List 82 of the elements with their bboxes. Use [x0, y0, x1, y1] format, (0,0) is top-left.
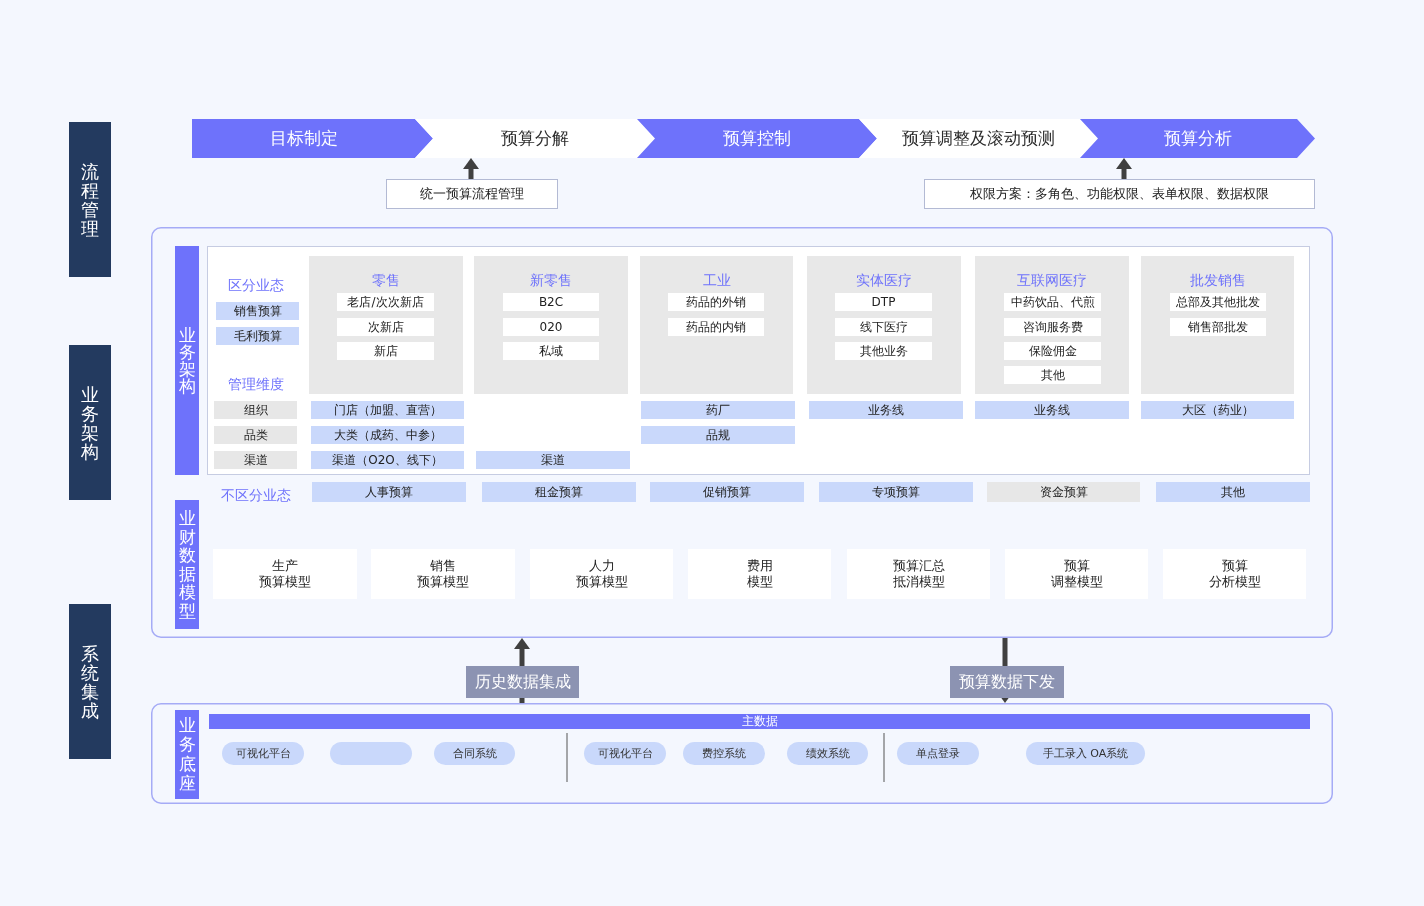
item-cell: 其他业务: [835, 342, 932, 360]
dimension-cell: 大类（成药、中参）: [311, 426, 464, 444]
item-cell: 销售部批发: [1170, 318, 1266, 336]
budget-cell: 促销预算: [650, 482, 804, 502]
dimension-cell: 渠道: [214, 451, 297, 469]
section-heading: 区分业态: [228, 276, 284, 294]
item-cell: 咨询服务费: [1004, 318, 1101, 336]
item-cell: 次新店: [337, 318, 434, 336]
model-card: 生产预算模型: [213, 549, 357, 599]
edge-label: 预算数据下发: [950, 666, 1064, 698]
item-cell: 线下医疗: [835, 318, 932, 336]
dimension-cell: 品规: [641, 426, 795, 444]
item-cell: 020: [503, 318, 599, 336]
budget-cell: 人事预算: [312, 482, 466, 502]
note-box: 权限方案：多角色、功能权限、表单权限、数据权限: [924, 179, 1315, 209]
budget-tag: 毛利预算: [216, 327, 299, 345]
model-card: 销售预算模型: [371, 549, 515, 599]
item-cell: 其他: [1004, 366, 1101, 384]
item-cell: 药品的内销: [668, 318, 764, 336]
section-heading: 不区分业态: [221, 486, 291, 504]
budget-cell: 其他: [1156, 482, 1310, 502]
dimension-cell: 门店（加盟、直营）: [311, 401, 464, 419]
category-heading: 工业: [702, 271, 731, 289]
budget-tag: 销售预算: [216, 302, 299, 320]
dimension-cell: 药厂: [641, 401, 795, 419]
arrow: [465, 158, 477, 179]
process-step: 预算控制: [637, 119, 877, 158]
dimension-cell: 业务线: [809, 401, 963, 419]
budget-cell: 专项预算: [819, 482, 973, 502]
arrow: [1118, 158, 1130, 179]
item-cell: DTP: [835, 293, 932, 311]
dimension-cell: 大区（药业）: [1141, 401, 1294, 419]
system-pill: 可视化平台: [584, 742, 666, 765]
dimension-cell: 品类: [214, 426, 297, 444]
process-step: 预算调整及滚动预测: [859, 119, 1098, 158]
note-box: 统一预算流程管理: [386, 179, 558, 209]
model-card: 预算汇总抵消模型: [847, 549, 990, 599]
item-cell: 药品的外销: [668, 293, 764, 311]
dimension-cell: 渠道: [476, 451, 630, 469]
dimension-cell: 渠道（O2O、线下）: [311, 451, 464, 469]
system-pill: 手工录入 OA系统: [1026, 742, 1145, 765]
system-pill: 合同系统: [434, 742, 515, 765]
system-pill: 费控系统: [683, 742, 765, 765]
category-heading: 实体医疗: [856, 271, 912, 289]
layer-label: 业财数据模型: [175, 500, 199, 629]
section-tab: 流程管理: [69, 122, 111, 277]
item-cell: 中药饮品、代煎: [1004, 293, 1101, 311]
model-card: 人力预算模型: [530, 549, 673, 599]
system-pill: 可视化平台: [222, 742, 304, 765]
section-tab: 系统集成: [69, 604, 111, 759]
item-cell: 保险佣金: [1004, 342, 1101, 360]
system-pill: 绩效系统: [787, 742, 868, 765]
category-heading: 新零售: [530, 271, 572, 289]
model-card: 预算分析模型: [1163, 549, 1306, 599]
item-cell: 新店: [337, 342, 434, 360]
layer-label: 业务底座: [175, 710, 199, 799]
process-step: 目标制定: [192, 119, 433, 158]
edge-label: 历史数据集成: [466, 666, 579, 698]
category-heading: 零售: [372, 271, 400, 289]
dimension-cell: 组织: [214, 401, 297, 419]
master-data-bar: 主数据: [209, 714, 1310, 729]
dimension-cell: 业务线: [975, 401, 1129, 419]
budget-cell: 租金预算: [482, 482, 636, 502]
budget-cell: 资金预算: [987, 482, 1140, 502]
layer-label: 业务架构: [175, 246, 199, 475]
system-pill: 单点登录: [897, 742, 979, 765]
section-heading: 管理维度: [228, 375, 284, 393]
empty-pill: [330, 742, 412, 765]
section-tab: 业务架构: [69, 345, 111, 500]
item-cell: 老店/次次新店: [337, 293, 434, 311]
category-heading: 批发销售: [1189, 271, 1246, 289]
process-step: 预算分解: [415, 119, 655, 158]
model-card: 预算调整模型: [1005, 549, 1148, 599]
panel-frame: [151, 227, 1333, 638]
item-cell: 私域: [503, 342, 599, 360]
category-heading: 互联网医疗: [1017, 271, 1087, 289]
panel-frame: [151, 703, 1333, 804]
item-cell: B2C: [503, 293, 599, 311]
process-step: 预算分析: [1080, 119, 1315, 158]
item-cell: 总部及其他批发: [1170, 293, 1266, 311]
content-panel: [207, 246, 1310, 475]
model-card: 费用模型: [688, 549, 831, 599]
